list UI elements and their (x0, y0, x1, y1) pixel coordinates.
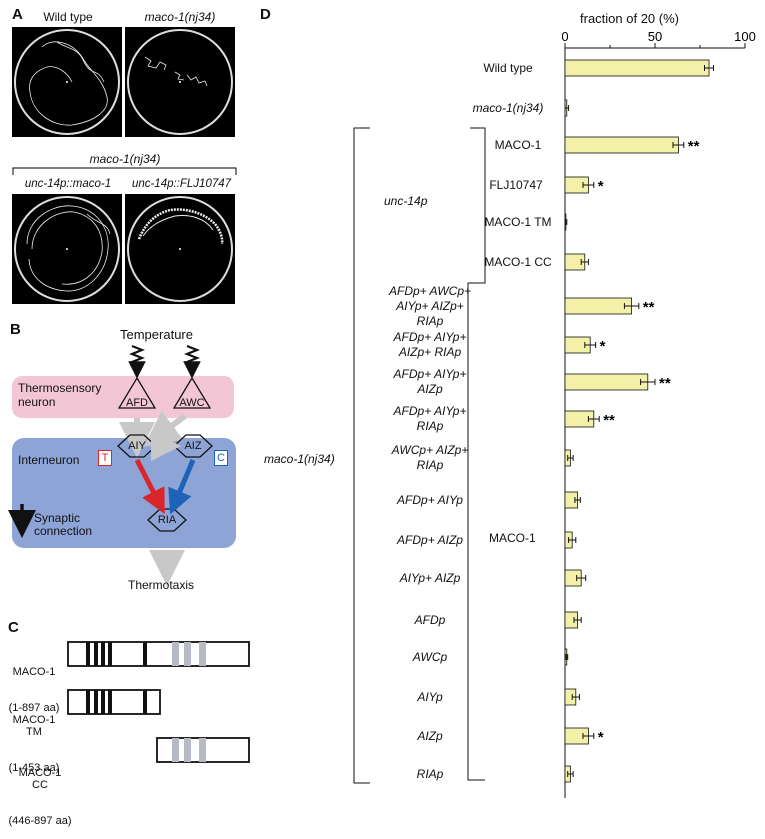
construct-box-full (67, 641, 250, 667)
plate-label-unc14-flj: unc-14p::FLJ10747 (131, 178, 232, 190)
row-label: AFDp (414, 612, 446, 627)
row-label: maco-1(nj34) (472, 100, 544, 115)
construct-range: (446-897 aa) (8, 815, 72, 827)
group-brackets (353, 127, 486, 784)
plate-label-maco1: maco-1(nj34) (144, 10, 216, 24)
aiy-label: AIY (128, 440, 146, 452)
x-axis-title: fraction of 20 (%) (580, 11, 679, 26)
row-label: AFDp+ AIZp (397, 532, 463, 547)
significance-mark: ** (659, 375, 671, 392)
x-tick-label: 50 (648, 30, 662, 44)
bar (564, 297, 632, 315)
construct-range: (1-897 aa) (8, 702, 60, 714)
significance-mark: ** (643, 299, 655, 316)
row-label: AFDp+ AIYp+ AIZp (393, 367, 467, 396)
row-label: AWCp+ AIZp+ RIAp (391, 443, 469, 472)
thermosensory-region (12, 376, 234, 418)
construct-label-full: MACO-1 (1-897 aa) (4, 642, 64, 726)
row-label: AIYp (417, 689, 443, 704)
thermosensory-label: Thermosensory neuron (18, 381, 102, 409)
interneuron-label: Interneuron (18, 453, 80, 467)
row-label: AFDp+ AIYp (397, 492, 463, 507)
afd-label: AFD (126, 397, 148, 409)
aiz-label: AIZ (184, 440, 202, 452)
row-label: AFDp+ AIYp+ RIAp (393, 404, 467, 433)
row-label: AWCp (412, 649, 448, 664)
plate-image-unc14-maco1 (12, 194, 122, 304)
bar (564, 373, 649, 391)
ria-label: RIA (157, 514, 177, 526)
panel-b-letter: B (10, 321, 21, 338)
group-label-maco1-protein: MACO-1 (489, 531, 536, 545)
row-label: Wild type (483, 60, 533, 75)
plate-label-wild-type: Wild type (43, 10, 93, 24)
significance-mark: * (598, 178, 604, 195)
temperature-label: Temperature (120, 327, 193, 342)
awc-label: AWC (179, 397, 205, 409)
significance-mark: * (598, 729, 604, 746)
bracket-title-maco1: maco-1(nj34) (89, 152, 161, 166)
construct-label-tm: MACO-1 TM (1-453 aa) (4, 690, 64, 786)
construct-name: MACO-1 (12, 666, 56, 678)
construct-name: MACO-1 CC (18, 767, 62, 791)
panel-a-letter: A (12, 6, 23, 23)
row-label: AFDp+ AWCp+ AIYp+ AIZp+ RIAp (388, 283, 472, 328)
row-label: AIZp (417, 728, 443, 743)
row-label: AIYp+ AIZp (399, 570, 461, 585)
plate-image-unc14-flj (125, 194, 235, 304)
plate-label-unc14-maco1: unc-14p::maco-1 (24, 178, 112, 190)
group-label-maco1: maco-1(nj34) (264, 452, 335, 466)
significance-mark: * (600, 338, 606, 355)
significance-mark: ** (688, 138, 700, 155)
row-label: MACO-1 CC (484, 254, 552, 269)
x-tick-label: 100 (734, 30, 756, 44)
bar (564, 59, 710, 77)
domain-diagram (67, 641, 250, 763)
group-label-unc14p: unc-14p (384, 194, 428, 208)
significance-mark: ** (603, 412, 615, 429)
construct-range: (1-453 aa) (8, 762, 60, 774)
row-label: AFDp+ AIYp+ AIZp+ RIAp (393, 330, 467, 359)
row-label: MACO-1 TM (484, 214, 552, 229)
plate-image-maco1 (125, 27, 235, 137)
row-label: RIAp (416, 766, 444, 781)
t-badge: T (98, 450, 112, 466)
bracket-line (12, 167, 237, 175)
plate-image-wild-type (12, 27, 122, 137)
panel-d-letter: D (260, 6, 271, 23)
panel-c-letter: C (8, 619, 19, 636)
row-label: FLJ10747 (489, 177, 543, 192)
row-label: MACO-1 (494, 137, 542, 152)
thermotaxis-label: Thermotaxis (128, 578, 195, 592)
construct-name: MACO-1 TM (12, 714, 56, 738)
x-tick-label: 0 (561, 30, 568, 44)
circuit-diagram (8, 344, 213, 586)
bar (564, 136, 679, 154)
c-badge: C (214, 450, 228, 466)
synaptic-legend-label: Synaptic connection (34, 511, 93, 538)
